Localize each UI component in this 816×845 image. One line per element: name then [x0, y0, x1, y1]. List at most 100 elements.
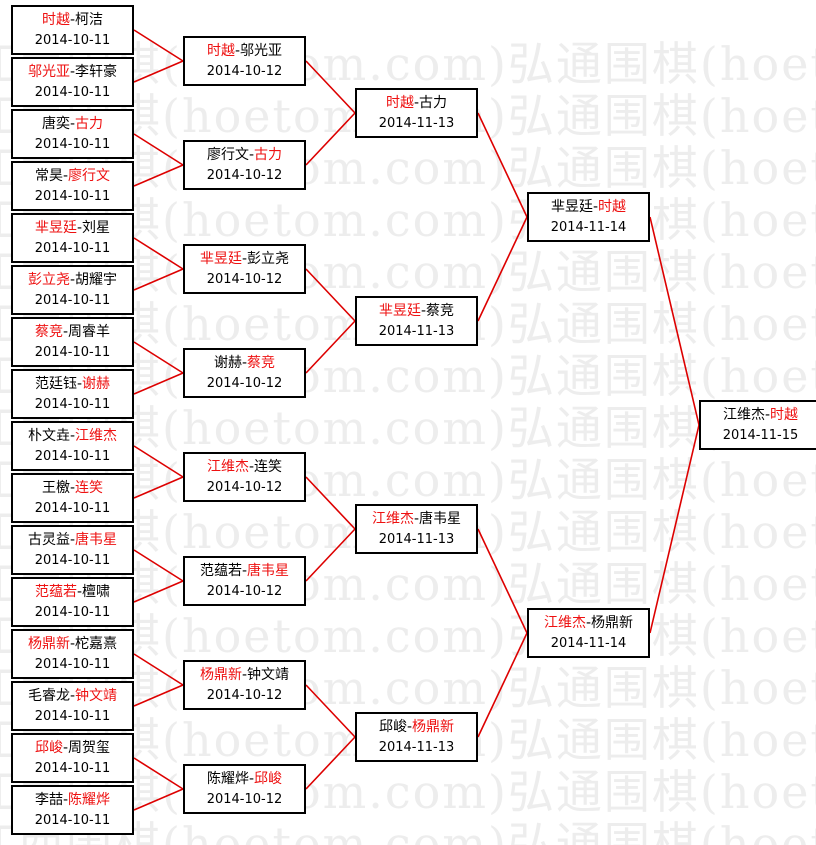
- player-name: 时越: [770, 407, 799, 423]
- match-players: 杨鼎新-钟文靖: [185, 665, 304, 686]
- player-name: 周睿羊: [68, 324, 111, 340]
- player-name: 古力: [254, 147, 283, 163]
- player-name: 古力: [419, 95, 448, 111]
- match-box-r1-13: 杨鼎新-柁嘉熹 2014-10-11: [11, 629, 134, 679]
- match-box-r2-7: 杨鼎新-钟文靖 2014-10-12: [183, 660, 306, 710]
- player-name: 时越: [385, 95, 414, 111]
- player-name: 邱峻: [254, 771, 283, 787]
- connector-line: [133, 164, 184, 187]
- player-name: 蔡竞: [426, 303, 455, 319]
- connector-line: [477, 528, 528, 634]
- match-date: 2014-10-11: [34, 137, 111, 152]
- player-name: 芈昱廷: [34, 220, 77, 236]
- match-date: 2014-10-12: [206, 688, 283, 703]
- player-separator: -: [764, 407, 771, 423]
- player-separator: -: [76, 584, 83, 600]
- player-name: 时越: [206, 43, 235, 59]
- player-name: 谢赫: [82, 376, 111, 392]
- match-date: 2014-11-13: [378, 740, 455, 755]
- player-name: 柁嘉熹: [75, 636, 118, 652]
- player-name: 古力: [75, 116, 104, 132]
- player-name: 芈昱廷: [199, 251, 242, 267]
- player-name: 李轩豪: [75, 64, 118, 80]
- match-players: 古灵益-唐韦星: [13, 530, 132, 551]
- player-separator: -: [248, 147, 255, 163]
- player-separator: -: [248, 459, 255, 475]
- match-date: 2014-10-12: [206, 480, 283, 495]
- player-separator: -: [585, 615, 592, 631]
- connector-line: [133, 60, 184, 83]
- match-players: 唐奕-古力: [13, 114, 132, 135]
- match-date: 2014-10-11: [34, 761, 111, 776]
- player-name: 刘星: [82, 220, 111, 236]
- watermark-text: 江西围棋(hoetom.com)弘通围棋(hoetom.com)弘通围棋: [0, 609, 816, 663]
- connector-line: [305, 528, 356, 582]
- player-name: 江维杰: [206, 459, 249, 475]
- match-players: 芈昱廷-刘星: [13, 218, 132, 239]
- player-separator: -: [592, 199, 599, 215]
- player-name: 钟文靖: [75, 688, 118, 704]
- connector-line: [649, 216, 700, 426]
- player-separator: -: [406, 719, 413, 735]
- connector-line: [133, 133, 184, 166]
- player-separator: -: [69, 116, 76, 132]
- player-name: 范蕴若: [199, 563, 242, 579]
- match-box-r3-4: 邱峻-杨鼎新 2014-11-13: [355, 712, 478, 762]
- player-name: 连笑: [75, 480, 104, 496]
- match-date: 2014-11-13: [378, 324, 455, 339]
- match-players: 杨鼎新-柁嘉熹: [13, 634, 132, 655]
- connector-line: [133, 684, 184, 707]
- match-date: 2014-10-12: [206, 584, 283, 599]
- match-date: 2014-10-11: [34, 33, 111, 48]
- player-separator: -: [62, 324, 69, 340]
- player-name: 唐韦星: [419, 511, 462, 527]
- player-name: 连笑: [254, 459, 283, 475]
- match-players: 江维杰-连笑: [185, 457, 304, 478]
- match-players: 芈昱廷-彭立尧: [185, 249, 304, 270]
- player-name: 廖行文: [206, 147, 249, 163]
- match-date: 2014-10-11: [34, 657, 111, 672]
- player-name: 陈耀烨: [206, 771, 249, 787]
- player-name: 芈昱廷: [550, 199, 593, 215]
- player-separator: -: [62, 740, 69, 756]
- player-separator: -: [69, 688, 76, 704]
- player-separator: -: [62, 168, 69, 184]
- match-date: 2014-10-11: [34, 709, 111, 724]
- player-separator: -: [241, 251, 248, 267]
- connector-line: [305, 736, 356, 790]
- connector-line: [133, 653, 184, 686]
- player-name: 江维杰: [543, 615, 586, 631]
- player-name: 彭立尧: [247, 251, 290, 267]
- match-players: 彭立尧-胡耀宇: [13, 270, 132, 291]
- connector-line: [133, 268, 184, 291]
- match-players: 时越-柯洁: [13, 10, 132, 31]
- connector-line: [305, 476, 356, 530]
- match-date: 2014-10-12: [206, 792, 283, 807]
- connector-line: [477, 632, 528, 738]
- player-name: 蔡竞: [247, 355, 276, 371]
- connector-line: [133, 476, 184, 499]
- player-name: 时越: [41, 12, 70, 28]
- player-name: 唐韦星: [75, 532, 118, 548]
- match-players: 王檄-连笑: [13, 478, 132, 499]
- connector-line: [133, 580, 184, 603]
- match-players: 李喆-陈耀烨: [13, 790, 132, 811]
- match-players: 邱峻-杨鼎新: [357, 717, 476, 738]
